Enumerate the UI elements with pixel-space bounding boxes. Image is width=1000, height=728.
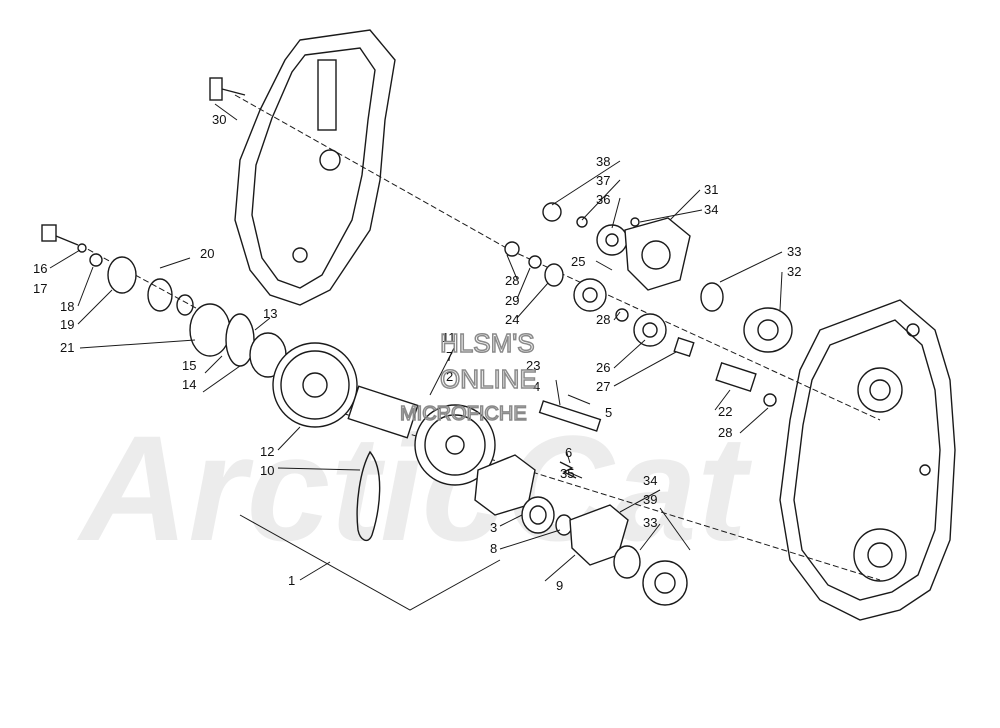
callout-37: 37 [596, 173, 610, 188]
callout-9: 9 [556, 578, 563, 593]
part-bolt-30 [209, 77, 246, 101]
callout-33a: 33 [787, 244, 801, 259]
callout-32: 32 [787, 264, 801, 279]
callout-1: 1 [288, 573, 295, 588]
watermark-line1: HLSM'S [440, 328, 535, 358]
watermark-logo: ArcticCat [76, 404, 753, 572]
callout-6: 6 [565, 445, 572, 460]
callout-34b: 34 [643, 473, 657, 488]
callout-15: 15 [182, 358, 196, 373]
watermark-line2: ONLINE [440, 364, 537, 394]
part-upper-gear-group [504, 202, 695, 358]
watermark-brand: ArcticCat [76, 404, 753, 572]
callout-8: 8 [490, 541, 497, 556]
chain-case-cover [234, 29, 396, 306]
callout-11: 11 [442, 330, 456, 345]
callout-3: 3 [490, 520, 497, 535]
callout-38: 38 [596, 154, 610, 169]
callout-12: 12 [260, 444, 274, 459]
callout-23: 23 [526, 358, 540, 373]
axis-upper [234, 94, 511, 251]
callout-16: 16 [33, 261, 47, 276]
callout-20: 20 [200, 246, 214, 261]
callout-27: 27 [596, 379, 610, 394]
callout-labels: 30 20 16 17 18 19 21 13 15 14 12 10 11 7… [33, 112, 801, 593]
callout-24: 24 [505, 312, 519, 327]
callout-36: 36 [596, 192, 610, 207]
callout-31: 31 [704, 182, 718, 197]
leader-lines [49, 103, 783, 611]
callout-2: 2 [446, 369, 453, 384]
callout-30: 30 [212, 112, 226, 127]
part-upper-bearing-group [624, 217, 793, 407]
callout-28c: 28 [718, 425, 732, 440]
part-gear-shaft-7 [347, 385, 496, 486]
callout-4: 4 [533, 379, 540, 394]
callout-21: 21 [60, 340, 74, 355]
callout-29: 29 [505, 293, 519, 308]
callout-39: 39 [643, 492, 657, 507]
callout-28a: 28 [505, 273, 519, 288]
gear-case-housing [779, 299, 956, 621]
callout-26: 26 [596, 360, 610, 375]
part-lower-bearing-group [521, 496, 688, 606]
callout-18: 18 [60, 299, 74, 314]
callout-14: 14 [182, 377, 196, 392]
callout-17: 17 [33, 281, 47, 296]
part-large-sprocket-12 [272, 342, 358, 428]
axis-top-shaft [509, 249, 881, 421]
callout-33b: 33 [643, 515, 657, 530]
callout-5: 5 [605, 405, 612, 420]
callout-25: 25 [571, 254, 585, 269]
callout-22: 22 [718, 404, 732, 419]
callout-10: 10 [260, 463, 274, 478]
part-left-shaft-group [41, 224, 287, 378]
callout-34a: 34 [704, 202, 718, 217]
part-chain-10 [356, 450, 381, 542]
callout-28b: 28 [596, 312, 610, 327]
part-shaft-5 [538, 400, 602, 432]
callout-35: 35 [560, 466, 574, 481]
callout-13: 13 [263, 306, 277, 321]
watermark-text: HLSM'S ONLINE MICROFICHE [399, 327, 537, 426]
watermark-line3: MICROFICHE [400, 403, 527, 425]
callout-19: 19 [60, 317, 74, 332]
callout-7: 7 [446, 349, 453, 364]
